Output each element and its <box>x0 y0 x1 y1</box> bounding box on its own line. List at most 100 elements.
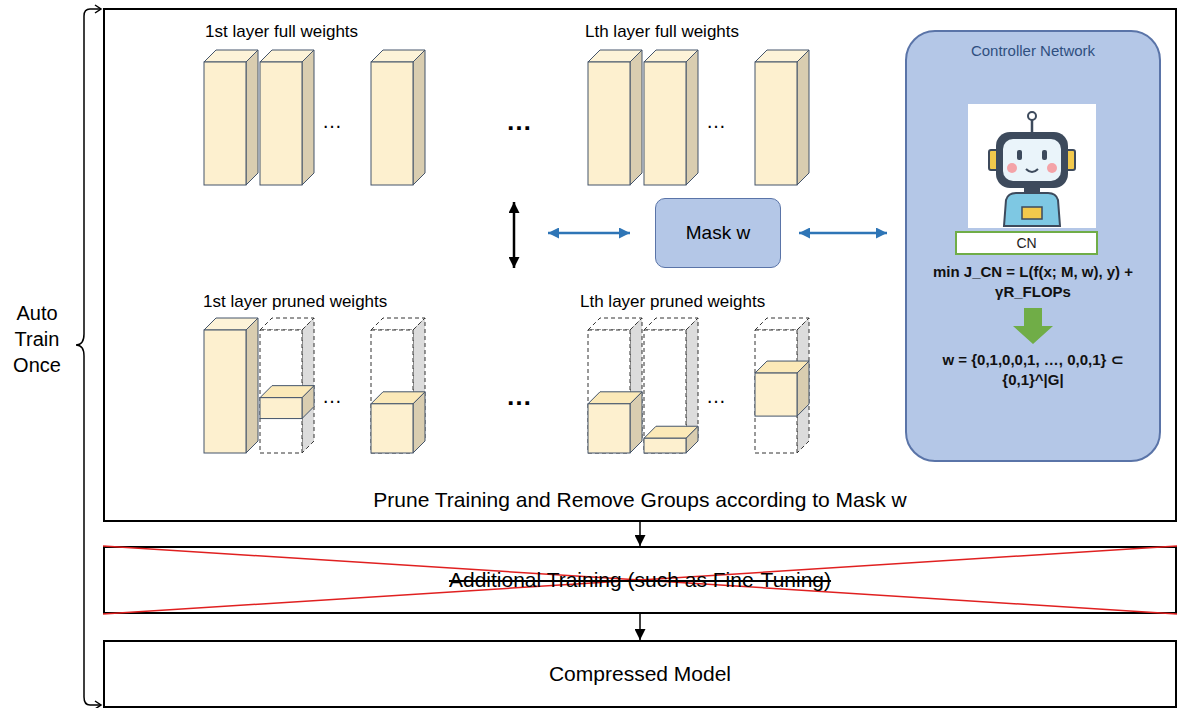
weight-block <box>204 318 258 453</box>
block-side <box>246 318 258 453</box>
ellipsis-mark: … <box>322 110 342 133</box>
weight-block <box>755 50 809 185</box>
cross-out-line <box>103 546 1177 614</box>
panel-heading: Controller Network <box>917 42 1149 60</box>
block-front <box>755 330 797 453</box>
kept-front <box>260 398 302 419</box>
robot-neck <box>1024 188 1040 193</box>
formula-text: w = {0,1,0,0,1, …, 0,0,1} ⊂ {0,1}^|G| <box>917 350 1149 390</box>
block-side <box>302 318 314 453</box>
block-side <box>413 50 425 185</box>
pruned-weight-block <box>371 318 425 453</box>
kept-top <box>260 386 314 398</box>
connector <box>639 614 641 640</box>
weight-block <box>588 50 642 185</box>
robot-ear <box>989 150 998 170</box>
robot-head <box>996 132 1068 188</box>
bracket <box>76 9 100 705</box>
kept-front <box>371 404 413 453</box>
robot-ear <box>1066 150 1075 170</box>
output-box: Compressed Model <box>103 640 1177 708</box>
block-side <box>686 50 698 185</box>
cn-box: CN <box>955 231 1098 255</box>
kept-side <box>413 392 425 453</box>
robot-body <box>1004 193 1060 226</box>
kept-top <box>588 392 642 404</box>
kept-front <box>755 373 797 416</box>
ellipsis-mark: … <box>506 106 532 137</box>
kept-front <box>644 438 686 453</box>
block-top <box>644 50 698 62</box>
block-top <box>260 318 314 330</box>
connector <box>799 232 887 235</box>
block-side <box>246 50 258 185</box>
node-label: Prune Training and Remove Groups accordi… <box>373 488 906 512</box>
block-side <box>797 318 809 453</box>
connector <box>639 522 641 546</box>
block-front <box>371 330 413 453</box>
block-front <box>644 330 686 453</box>
block-front <box>644 62 686 185</box>
block-top <box>371 50 425 62</box>
block-top <box>588 318 642 330</box>
cross-out-line <box>103 546 1177 614</box>
double-arrow <box>513 202 516 268</box>
kept-side <box>302 386 314 419</box>
formula-text: min J_CN = L(f(x; M, w), y) + γR_FLOPs <box>917 262 1149 302</box>
block-side <box>413 318 425 453</box>
kept-side <box>797 361 809 416</box>
ellipsis-mark: … <box>506 381 532 412</box>
robot-cheek <box>1007 163 1017 173</box>
node-label: CN <box>1016 235 1036 251</box>
robot-face <box>1003 139 1061 181</box>
pruned-weight-block <box>644 318 698 453</box>
pruned-weight-block <box>260 318 314 453</box>
robot-antenna-tip <box>1028 112 1036 120</box>
block-top <box>260 50 314 62</box>
bracket-label: Auto Train Once <box>6 300 68 378</box>
block-front <box>755 62 797 185</box>
kept-top <box>371 392 425 404</box>
pruned-weight-block <box>755 318 809 453</box>
block-front <box>260 62 302 185</box>
result-arrow <box>1013 308 1053 344</box>
skipped-step-box: Additional Training (such as Fine-Tuning… <box>103 546 1177 614</box>
controller-panel: Controller Network min J_CN = L(f(x; M, w… <box>905 30 1161 462</box>
block-side <box>630 50 642 185</box>
kept-side <box>686 426 698 453</box>
block-top <box>204 318 258 330</box>
weight-block <box>371 50 425 185</box>
pruned-weight-block <box>588 318 642 453</box>
ellipsis-mark: … <box>706 110 726 133</box>
layer-label: Lth layer pruned weights <box>580 292 765 312</box>
block-front <box>588 330 630 453</box>
block-top <box>755 318 809 330</box>
block-front <box>588 62 630 185</box>
weight-block <box>644 50 698 185</box>
block-front <box>204 62 246 185</box>
block-front <box>260 330 302 453</box>
robot-antenna <box>1031 120 1034 133</box>
block-top <box>755 50 809 62</box>
block-top <box>588 50 642 62</box>
block-top <box>644 318 698 330</box>
kept-top <box>755 361 809 373</box>
block-side <box>630 318 642 453</box>
block-front <box>371 62 413 185</box>
layer-label: 1st layer full weights <box>205 22 358 42</box>
node-label: Mask w <box>686 222 750 244</box>
mask-box: Mask w <box>655 198 781 268</box>
layer-label: 1st layer pruned weights <box>203 292 387 312</box>
stage-panel: Prune Training and Remove Groups accordi… <box>103 8 1177 522</box>
block-front <box>204 330 246 453</box>
weight-block <box>260 50 314 185</box>
block-top <box>204 50 258 62</box>
robot-cheek <box>1047 163 1057 173</box>
block-side <box>686 318 698 453</box>
kept-front <box>588 404 630 453</box>
node-label: Compressed Model <box>549 662 731 686</box>
ellipsis-mark: … <box>706 385 726 408</box>
icon-ground <box>968 104 1096 228</box>
layer-label: Lth layer full weights <box>585 22 739 42</box>
